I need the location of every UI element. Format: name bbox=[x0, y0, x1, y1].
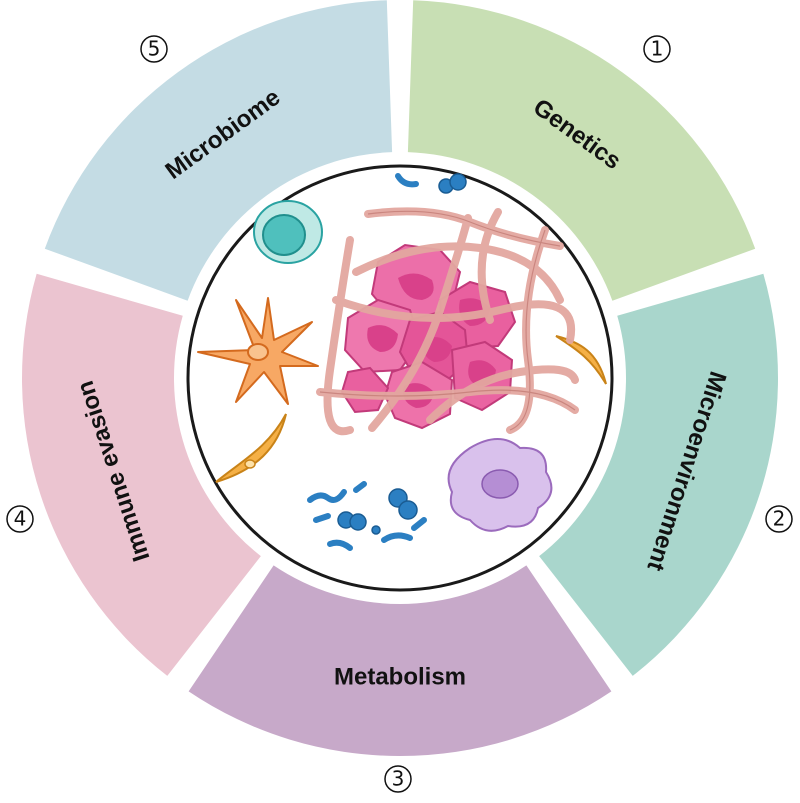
segment-microbiome bbox=[44, 0, 393, 301]
number-circle-3 bbox=[384, 765, 412, 793]
segment-numbers: 1 2 3 4 5 bbox=[6, 35, 793, 793]
number-circle-4 bbox=[6, 505, 34, 533]
segment-metabolism bbox=[188, 565, 612, 756]
segment-immune-evasion bbox=[21, 273, 261, 676]
outer-ring bbox=[21, 0, 778, 756]
lymphocyte-cell bbox=[253, 200, 323, 264]
number-5: 5 bbox=[148, 37, 161, 61]
macrophage-cell bbox=[447, 438, 553, 532]
spindle-cell-right bbox=[555, 335, 607, 385]
number-circle-5 bbox=[140, 35, 168, 63]
number-4: 4 bbox=[14, 507, 27, 531]
dendritic-cell bbox=[197, 297, 319, 405]
number-2: 2 bbox=[773, 507, 786, 531]
label-metabolism: Metabolism bbox=[334, 663, 466, 690]
number-1: 1 bbox=[651, 37, 664, 61]
center-illustration bbox=[186, 164, 614, 592]
bacteria-group bbox=[307, 173, 467, 551]
number-3: 3 bbox=[392, 767, 405, 791]
number-circle-2 bbox=[765, 505, 793, 533]
number-circle-1 bbox=[643, 35, 671, 63]
segment-genetics bbox=[407, 0, 756, 301]
segment-microenvironment bbox=[539, 273, 778, 676]
